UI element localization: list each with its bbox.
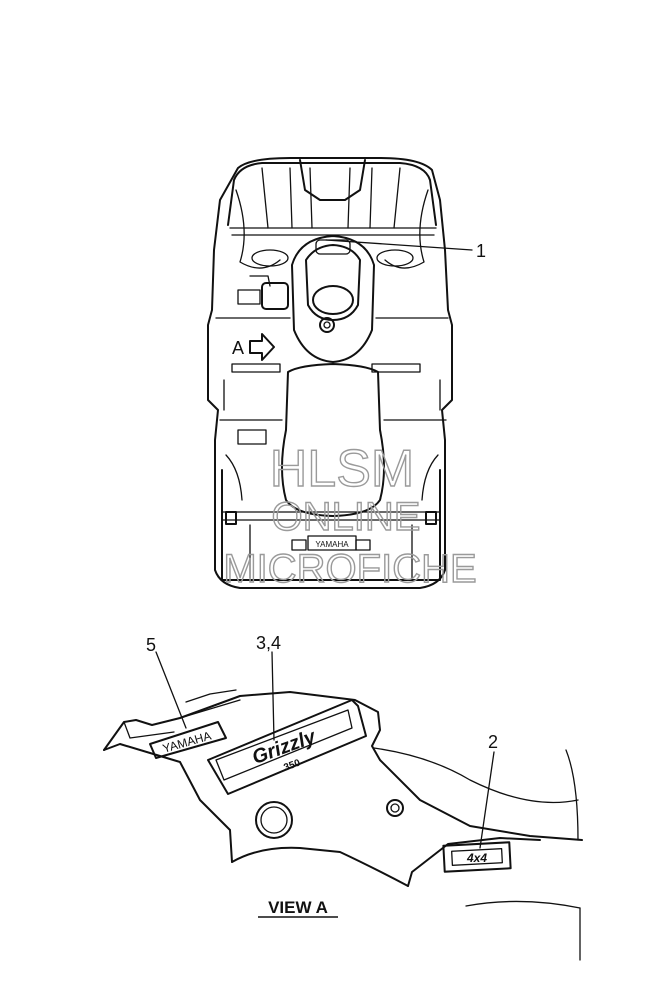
atv-top-view: YAMAHA A 1 xyxy=(207,157,486,589)
rear-yamaha-decal: YAMAHA xyxy=(315,540,349,549)
watermark: HLSM ONLINE MICROFICHE xyxy=(223,439,478,591)
leader-line-3-4 xyxy=(271,651,275,741)
view-arrow-icon xyxy=(249,333,275,361)
watermark-line-3: MICROFICHE xyxy=(223,547,476,591)
leader-line-2 xyxy=(479,751,495,849)
callout-5: 5 xyxy=(146,635,156,655)
watermark-line-2: ONLINE xyxy=(272,495,421,539)
callout-3-4: 3,4 xyxy=(256,633,281,653)
view-a-title: VIEW A xyxy=(268,898,328,917)
four-wheel-drive-decal: 4x4 xyxy=(466,851,487,865)
model-number-decal: 350 xyxy=(282,757,302,773)
leader-line-5 xyxy=(155,651,187,729)
watermark-line-1: HLSM xyxy=(270,440,414,498)
callout-2: 2 xyxy=(488,732,498,752)
side-view-a: YAMAHA Grizzly 350 4x4 5 3,4 2 VIEW A xyxy=(103,633,583,961)
view-marker-label: A xyxy=(232,338,244,358)
callout-1: 1 xyxy=(476,241,486,261)
leader-line-1 xyxy=(325,239,473,251)
